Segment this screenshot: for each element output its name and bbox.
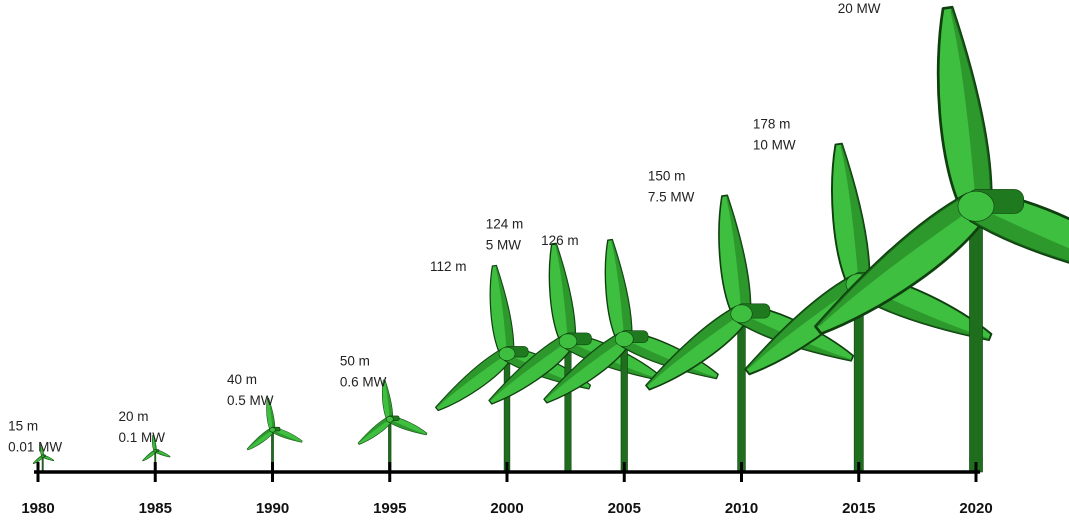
turbine-tower bbox=[620, 338, 628, 473]
turbine-blade bbox=[718, 194, 752, 316]
year-label: 1980 bbox=[21, 500, 54, 517]
turbine-blade bbox=[543, 332, 630, 404]
year-label: 2020 bbox=[959, 500, 992, 517]
turbine-power-label: 5 MW bbox=[486, 238, 522, 253]
turbine-hub bbox=[730, 304, 753, 324]
turbine-power-label: 10 MW bbox=[753, 138, 796, 153]
turbine-hub bbox=[153, 449, 158, 453]
year-label: 1995 bbox=[373, 500, 406, 517]
turbine-height-label: 124 m bbox=[486, 217, 524, 232]
turbine: 20 m 0.1 MW bbox=[118, 409, 171, 473]
turbine-blade bbox=[357, 416, 392, 445]
turbine-hub bbox=[957, 190, 995, 222]
turbine-blade bbox=[388, 416, 428, 436]
turbine-blade bbox=[604, 238, 633, 341]
turbine-blade bbox=[266, 397, 276, 431]
turbine-blade bbox=[936, 5, 993, 210]
year-label: 2000 bbox=[490, 500, 523, 517]
turbine-hub bbox=[40, 454, 45, 458]
year-label: 2015 bbox=[842, 500, 875, 517]
turbine-height-label: 178 m bbox=[753, 117, 791, 132]
turbine-blade bbox=[645, 305, 748, 391]
turbine: 50 m 0.6 MW bbox=[340, 354, 428, 473]
turbine-tower bbox=[503, 353, 511, 473]
turbine-height-label: 126 m bbox=[541, 233, 579, 248]
turbine-blade bbox=[271, 427, 303, 443]
turbine-power-label: 0.01 MW bbox=[8, 439, 62, 454]
turbine-tower bbox=[969, 205, 983, 473]
turbine-blade bbox=[488, 334, 574, 405]
turbine-height-label: 50 m bbox=[340, 354, 370, 369]
turbine-blade bbox=[152, 434, 157, 452]
turbine-hub bbox=[558, 333, 578, 349]
turbine-height-label: 20 m bbox=[118, 409, 148, 424]
turbine: 124 m 5 MW bbox=[486, 217, 662, 473]
turbine-height-label: 40 m bbox=[227, 372, 257, 387]
turbine-power-label: 0.6 MW bbox=[340, 375, 387, 390]
year-label: 1990 bbox=[256, 500, 289, 517]
turbine-hub bbox=[385, 415, 394, 423]
turbine-blade bbox=[489, 264, 515, 356]
turbine: 126 m bbox=[541, 233, 719, 473]
year-label: 1985 bbox=[139, 500, 172, 517]
year-label: 2010 bbox=[725, 500, 758, 517]
turbine-hub bbox=[269, 427, 276, 433]
turbine: 112 m bbox=[430, 259, 592, 473]
turbine-power-label: 0.5 MW bbox=[227, 393, 274, 408]
turbine-tower bbox=[737, 313, 746, 473]
turbine-power-label: 7.5 MW bbox=[648, 190, 695, 205]
turbine-hub bbox=[498, 346, 516, 361]
turbine-blade bbox=[32, 455, 44, 465]
turbine-hub bbox=[614, 331, 634, 347]
turbine-height-label: 112 m bbox=[430, 259, 467, 274]
turbine-power-label: 20 MW bbox=[838, 1, 881, 16]
turbine-height-label: 150 m bbox=[648, 169, 686, 184]
turbine-blade bbox=[246, 427, 275, 451]
turbine-tower bbox=[564, 340, 572, 473]
turbine-blade bbox=[548, 242, 577, 343]
turbine-power-label: 0.1 MW bbox=[118, 430, 165, 445]
turbine-height-label: 15 m bbox=[8, 418, 38, 433]
turbine-blade bbox=[142, 449, 157, 462]
turbine-blade bbox=[382, 379, 394, 420]
timeline-axis: 1980 1985 1990 1995 2000 2005 2010 2015 2020 bbox=[21, 462, 993, 517]
turbine: 40 m 0.5 MW bbox=[227, 372, 303, 473]
turbine: 15 m 0.01 MW bbox=[8, 418, 62, 473]
turbine-blade bbox=[40, 444, 44, 457]
turbine-blade bbox=[435, 347, 512, 412]
turbines-layer: 15 m 0.01 MW 20 m 0.1 MW 40 m 0.5 MW 50 m 0.6 M… bbox=[8, 1, 1069, 473]
year-label: 2005 bbox=[608, 500, 641, 517]
turbine-blade bbox=[831, 142, 871, 287]
turbine-blade bbox=[968, 190, 1069, 287]
turbine: 252 m20 MW bbox=[814, 1, 1069, 473]
turbine-blade bbox=[814, 192, 987, 336]
